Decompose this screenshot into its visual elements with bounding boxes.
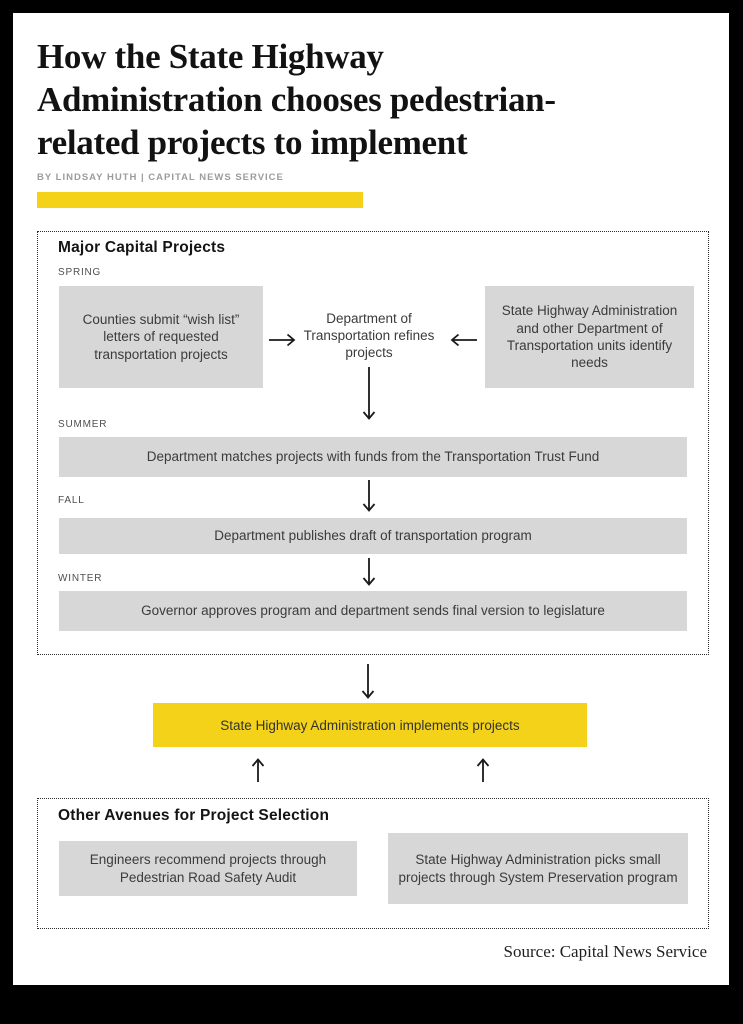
arrow-left-icon — [450, 333, 477, 347]
arrow-down-icon — [361, 664, 375, 699]
arrow-right-icon — [269, 333, 296, 347]
section-major-capital-projects: Major Capital Projects SPRING Counties s… — [37, 231, 709, 655]
section-other-avenues: Other Avenues for Project Selection Engi… — [37, 798, 709, 929]
step-box-road-safety-audit: Engineers recommend projects through Ped… — [59, 841, 357, 896]
page-title-line: How the State Highway — [37, 37, 384, 76]
step-box-system-preservation: State Highway Administration picks small… — [388, 833, 688, 904]
implementation-banner: State Highway Administration implements … — [153, 703, 587, 747]
arrow-down-icon — [362, 558, 376, 586]
season-label-summer: SUMMER — [58, 419, 108, 430]
page-title: How the State Highway Administration cho… — [37, 35, 705, 164]
arrow-up-icon — [476, 758, 490, 782]
source-credit: Source: Capital News Service — [503, 942, 707, 961]
step-box-counties-wish-list: Counties submit “wish list” letters of r… — [59, 286, 263, 388]
step-box-publishes-draft: Department publishes draft of transporta… — [59, 518, 687, 554]
step-box-sha-identify-needs: State Highway Administration and other D… — [485, 286, 694, 388]
section-heading: Other Avenues for Project Selection — [58, 807, 330, 824]
step-box-trust-fund: Department matches projects with funds f… — [59, 437, 687, 477]
section-heading: Major Capital Projects — [58, 239, 226, 256]
season-label-fall: FALL — [58, 495, 85, 506]
season-label-winter: WINTER — [58, 573, 103, 584]
step-box-governor-approves: Governor approves program and department… — [59, 591, 687, 631]
accent-bar — [37, 192, 363, 208]
arrow-down-icon — [362, 367, 376, 420]
byline: BY LINDSAY HUTH | CAPITAL NEWS SERVICE — [37, 172, 284, 183]
step-text-dot-refines-projects: Department of Transportation refines pro… — [303, 311, 435, 360]
arrow-up-icon — [251, 758, 265, 782]
page-title-line: Administration chooses pedestrian- — [37, 80, 556, 119]
page-title-line: related projects to implement — [37, 123, 468, 162]
arrow-down-icon — [362, 480, 376, 512]
season-label-spring: SPRING — [58, 267, 102, 278]
infographic-page: How the State Highway Administration cho… — [13, 13, 729, 985]
